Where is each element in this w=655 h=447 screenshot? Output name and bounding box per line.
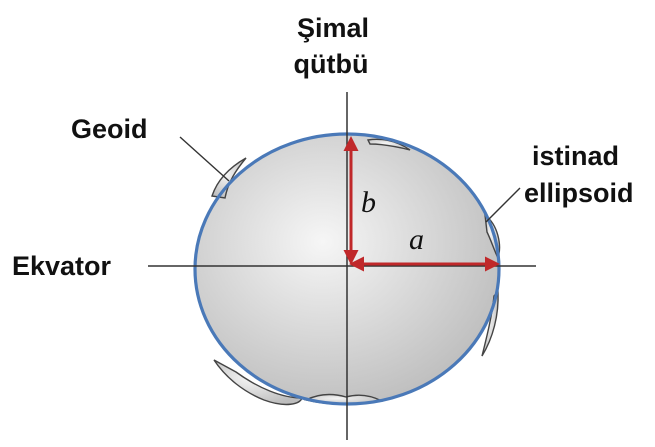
geoid-bump-top bbox=[366, 138, 411, 151]
equator-label: Ekvator bbox=[12, 251, 112, 281]
geoid-bump-upper-left bbox=[211, 157, 247, 199]
geoid-label: Geoid bbox=[71, 114, 148, 144]
north-pole-label-line1: Şimal bbox=[296, 13, 370, 43]
semi-major-axis-label: a bbox=[409, 223, 424, 256]
geoid-bump-lower-left bbox=[213, 359, 303, 406]
ellipsoid-label-line2: ellipsoid bbox=[524, 178, 634, 208]
north-pole-label-line2: qütbü bbox=[293, 49, 369, 79]
semi-minor-axis-label: b bbox=[361, 186, 376, 219]
ellipsoid-label-line1: istinad bbox=[532, 141, 620, 171]
geoid-leader-line bbox=[179, 136, 230, 182]
ellipsoid-leader-line bbox=[485, 187, 521, 223]
